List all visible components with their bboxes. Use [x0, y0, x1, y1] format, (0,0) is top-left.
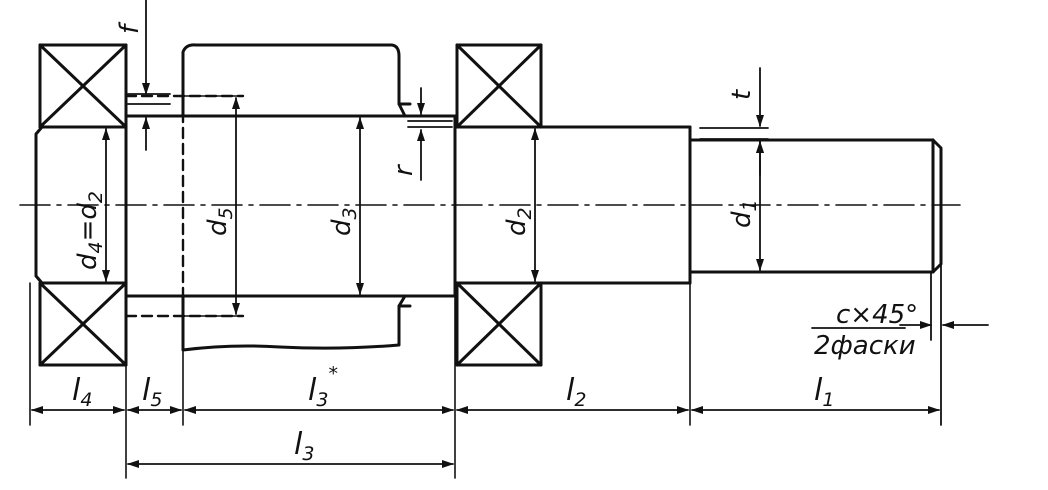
label-l4: l4 [72, 373, 92, 411]
left-bearing [38, 43, 128, 367]
shaft-outline [34, 114, 943, 298]
label-l5: l5 [142, 373, 162, 411]
dim-chamfer [811, 263, 989, 426]
label-f: f [115, 21, 145, 34]
label-chamfer: c×45° [836, 300, 918, 330]
dim-t [699, 67, 769, 176]
label-d4-eq-d2: d4=d2 [73, 191, 107, 270]
dim-r [407, 87, 453, 181]
label-r: r [389, 163, 419, 176]
gear-hub [181, 43, 412, 352]
extension-lines [29, 282, 691, 479]
dim-f [127, 0, 171, 151]
label-l1: l1 [814, 373, 834, 411]
label-t: t [727, 89, 757, 100]
label-l3: l3 [294, 427, 314, 465]
label-d1: d1 [727, 199, 761, 228]
hidden-lines [124, 94, 245, 318]
label-chamfer-note: 2фаски [814, 331, 916, 361]
label-d5: d5 [203, 207, 237, 236]
label-d3: d3 [327, 207, 361, 236]
label-l2: l2 [566, 373, 586, 411]
right-bearing [455, 43, 543, 367]
label-l3-star: l3* [308, 363, 338, 411]
label-d2: d2 [502, 207, 536, 236]
